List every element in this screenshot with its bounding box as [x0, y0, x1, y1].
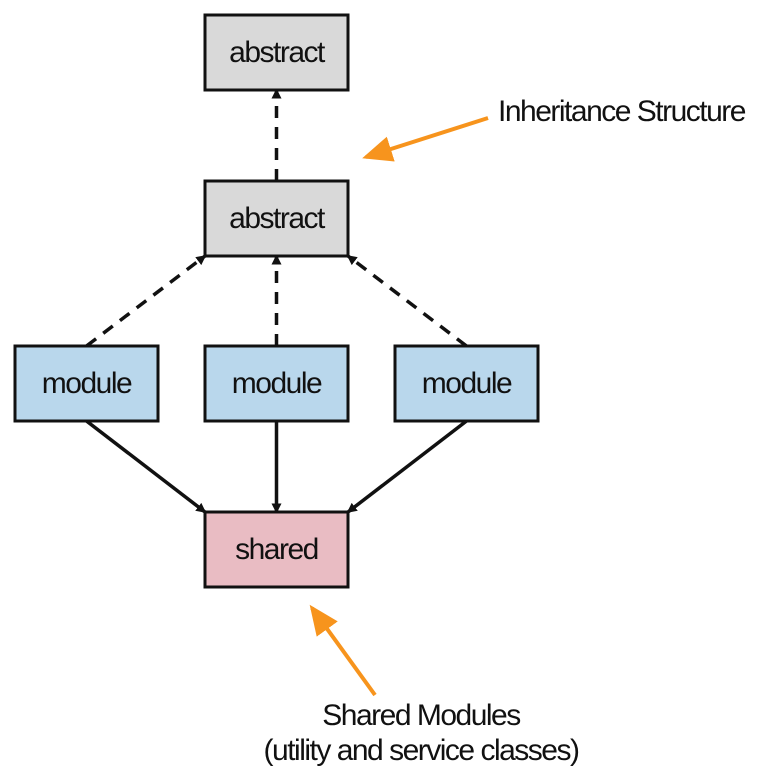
- module-right-label: module: [422, 367, 512, 400]
- callout-arrow-inheritance: [362, 116, 489, 162]
- callout-inheritance: Inheritance Structure: [362, 95, 747, 162]
- module-right-box: [393, 344, 540, 423]
- node-abstract-mid: abstract: [203, 179, 350, 258]
- edge-module-left-to-abstract-mid: [85, 254, 207, 348]
- callout-arrow-shared: [309, 604, 377, 697]
- abstract-top-label: abstract: [229, 36, 326, 69]
- callout-inheritance-label: Inheritance Structure: [498, 95, 746, 128]
- node-module-center: module: [203, 344, 350, 423]
- callout-shared-line1: Shared Modules: [322, 699, 520, 732]
- abstract-mid-label: abstract: [229, 202, 326, 235]
- module-center-box: [203, 344, 350, 423]
- module-left-label: module: [42, 367, 132, 400]
- shared-box: [203, 510, 350, 589]
- shared-label: shared: [235, 533, 318, 566]
- module-center-label: module: [232, 367, 322, 400]
- node-abstract-top: abstract: [203, 13, 350, 92]
- edges-layer: [85, 88, 468, 514]
- edge-module-right-to-abstract-mid: [346, 254, 468, 348]
- edge-module-left-to-shared: [85, 419, 207, 514]
- node-module-left: module: [13, 344, 160, 423]
- callout-shared-line2: (utility and service classes): [264, 734, 579, 767]
- callout-shared-modules: Shared Modules (utility and service clas…: [264, 604, 580, 767]
- node-shared: shared: [203, 510, 350, 589]
- node-module-right: module: [393, 344, 540, 423]
- module-left-box: [13, 344, 160, 423]
- abstract-mid-box: [203, 179, 350, 258]
- edge-module-right-to-shared: [346, 419, 468, 514]
- abstract-top-box: [203, 13, 350, 92]
